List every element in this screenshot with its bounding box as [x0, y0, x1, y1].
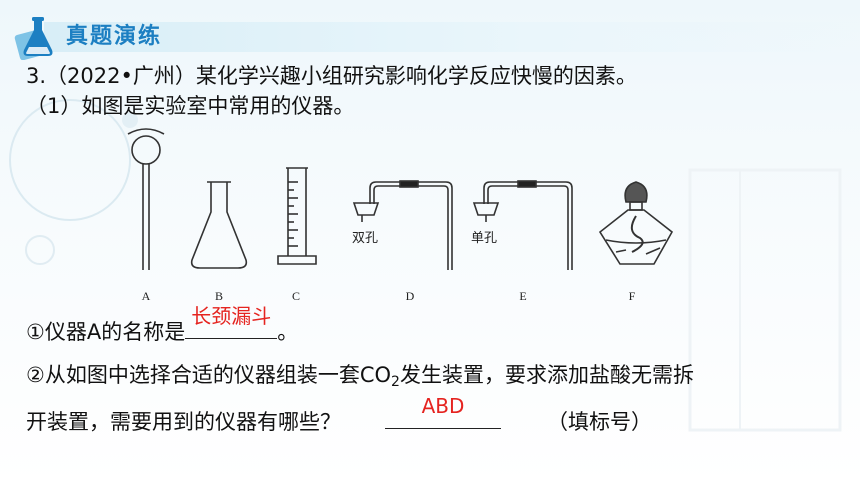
subquestion-2-line-2: 开装置，需要用到的仪器有哪些？ ABD （填标号） — [26, 394, 652, 437]
conical-flask — [190, 181, 248, 269]
graduated-cylinder — [277, 167, 317, 265]
single-hole-stopper-tube — [472, 180, 573, 270]
flask-icon — [14, 17, 53, 60]
subquestion-1-suffix: 。 — [277, 320, 299, 344]
question-part-1: （1）如图是实验室中常用的仪器。 — [26, 94, 355, 118]
subquestion-1-prefix: ①仪器A的名称是 — [26, 320, 186, 344]
double-hole-stopper-tube — [352, 180, 453, 270]
label-b: B — [215, 289, 223, 303]
apparatus-figure: A B C D E F 双孔 单孔 — [127, 128, 674, 303]
answer-blank-1: 长颈漏斗 — [185, 304, 278, 339]
subquestion-2-line-1: ②从如图中选择合适的仪器组装一套CO2发生装置，要求添加盐酸无需拆 — [26, 360, 694, 397]
label-c: C — [292, 289, 300, 303]
answer-1: 长颈漏斗 — [191, 304, 272, 328]
section-header: 真题演练 — [0, 14, 860, 60]
long-neck-funnel — [127, 128, 165, 270]
question-stem: 3.（2022•广州）某化学兴趣小组研究影响化学反应快慢的因素。 — [26, 64, 637, 88]
header-band — [44, 22, 860, 52]
label-a: A — [142, 289, 151, 303]
subquestion-1: ①仪器A的名称是长颈漏斗。 — [26, 304, 299, 347]
answer-2: ABD — [421, 394, 465, 418]
label-f: F — [629, 289, 636, 303]
stopper-e-label: 单孔 — [471, 231, 497, 246]
subquestion-2-text-a: ②从如图中选择合适的仪器组装一套CO — [26, 363, 392, 387]
answer-blank-2: ABD — [385, 394, 501, 429]
stopper-d-label: 双孔 — [352, 231, 378, 246]
alcohol-lamp — [598, 181, 674, 265]
label-d: D — [406, 289, 415, 303]
co2-subscript: 2 — [391, 374, 400, 390]
section-title: 真题演练 — [66, 24, 163, 49]
label-e: E — [519, 289, 526, 303]
subquestion-2-text-c: 开装置，需要用到的仪器有哪些？ — [26, 410, 341, 434]
fill-hint: （填标号） — [547, 410, 652, 434]
subquestion-2-text-b: 发生装置，要求添加盐酸无需拆 — [399, 363, 694, 387]
